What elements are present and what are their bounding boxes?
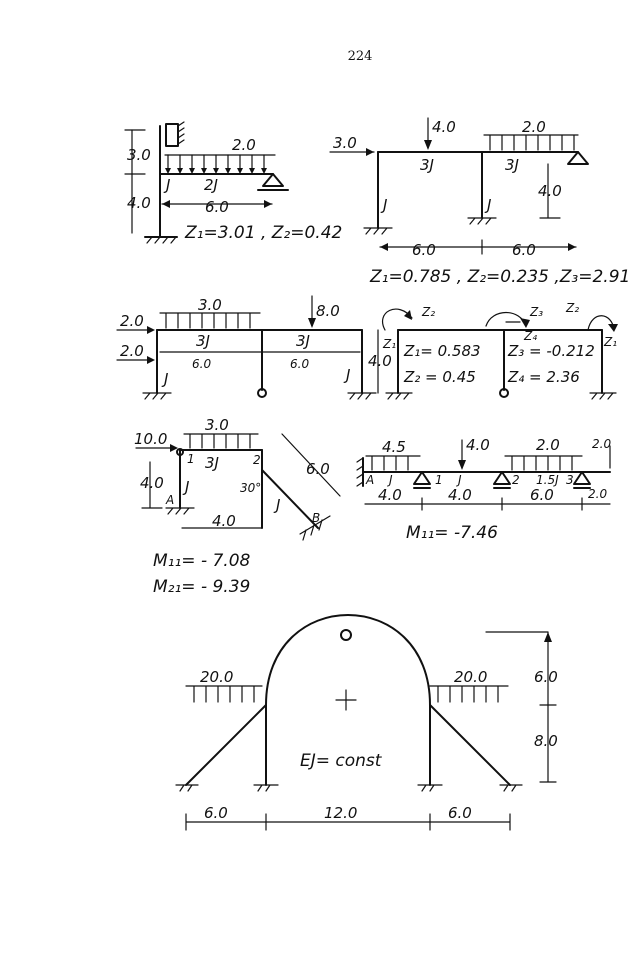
d3-stiff-c1: J [161,370,168,388]
d4-result-z2: Z₂ = 0.45 [403,368,476,386]
d1-result: Z₁=3.01 , Z₂=0.42 [184,223,342,243]
d1-dim-v2: 4.0 [127,194,151,212]
d5-dim-incl: 6.0 [306,460,330,478]
d2-dim-v: 4.0 [538,182,562,200]
d5-node-A: A [165,493,174,507]
d2-dim-h2: 6.0 [512,241,536,259]
arch-diagram-7: 20.0 20.0 EJ= const 6.0 8.0 6.0 12.0 6.0 [175,614,558,831]
d6-load-p: 4.0 [466,436,490,454]
d5-result-1: M₁₁= - 7.08 [153,551,251,571]
d2-dim-h1: 6.0 [412,241,436,259]
frame-diagram-2: 3.0 4.0 2.0 3J 3J J J 4.0 6.0 6.0 Z₁=0.7… [329,117,630,287]
d2-load-p: 4.0 [432,118,456,136]
d4-z3: Z₃ [529,305,543,319]
d2-load-h: 3.0 [333,134,357,152]
d6-result: M₁₁= -7.46 [406,523,498,543]
d3-stiff-b2: 3J [296,332,310,350]
d5-node-2: 2 [253,453,261,467]
frame-diagram-5: 3.0 10.0 3J J J 4.0 4.0 6.0 30° 1 2 A B … [134,416,341,597]
d1-dim-v1: 3.0 [127,146,151,164]
d5-load-h: 10.0 [134,430,167,448]
d5-dim-h: 4.0 [212,512,236,530]
frame-diagram-4: Z₂ Z₃ Z₄ Z₂ Z₁ Z₁ Z₁= 0.583 Z₂ = 0.45 Z₃… [382,301,618,400]
d4-result-z1: Z₁= 0.583 [403,342,481,360]
d7-dim-h3: 6.0 [448,804,472,822]
d7-dim-v1: 6.0 [534,668,558,686]
d6-node-2: 2 [512,473,520,487]
d3-load-q: 3.0 [198,296,222,314]
d4-z4: Z₄ [523,329,537,343]
d7-load-left: 20.0 [200,668,233,686]
d6-load-end: 2.0 [592,437,611,451]
d3-load-h1: 2.0 [120,312,144,330]
d6-stiff-1: J [387,473,393,487]
d3-dim-v: 4.0 [368,352,392,370]
d6-load-q2: 2.0 [536,436,560,454]
d1-stiff-beam: 2J [204,176,218,194]
d6-load-q1: 4.5 [382,438,406,456]
d4-z1: Z₁ [382,337,396,351]
d6-dim-3: 6.0 [530,486,554,504]
d4-z2: Z₂ [421,305,435,319]
d6-dim-4: 2.0 [588,487,607,501]
d5-node-1: 1 [187,452,195,466]
frame-diagram-1: 2.0 3.0 4.0 6.0 J 2J Z₁=3.01 , Z₂=0.42 [124,121,342,244]
d5-node-B: B [312,511,320,525]
d6-dim-1: 4.0 [378,486,402,504]
d5-load-q: 3.0 [205,416,229,434]
d5-stiff-col: J [182,478,189,496]
d1-stiff-col: J [163,176,170,194]
d7-dim-h2: 12.0 [324,804,357,822]
d2-stiff-b2: 3J [505,156,519,174]
d2-stiff-c2: J [484,196,491,214]
d5-stiff-incl: J [273,496,280,514]
d3-stiff-c2: J [343,366,350,384]
d3-load-h2: 2.0 [120,342,144,360]
d4-result-z4: Z₄ = 2.36 [507,368,580,386]
d4-z1b: Z₁ [603,335,617,349]
d3-stiff-b1: 3J [196,332,210,350]
d2-stiff-c1: J [380,196,387,214]
d7-dim-v2: 8.0 [534,732,558,750]
d6-node-3: 3 [566,473,574,487]
d7-dim-h1: 6.0 [204,804,228,822]
d3-dim-h1: 6.0 [192,357,211,371]
d6-stiff-2: J [456,473,462,487]
d5-stiff-beam: 3J [205,454,219,472]
d3-load-p: 8.0 [316,302,340,320]
d1-dim-h: 6.0 [205,198,229,216]
d1-load-q: 2.0 [232,136,256,154]
d5-angle: 30° [240,481,261,495]
beam-diagram-6: 4.5 4.0 2.0 2.0 A J 1 J 2 1.5J 3 4.0 4.0… [356,436,611,543]
d4-z2b: Z₂ [565,301,579,315]
frame-diagram-3: 3.0 8.0 2.0 2.0 3J 3J J J 6.0 6.0 4.0 [116,295,392,400]
d6-stiff-3: 1.5J [536,473,559,487]
d2-load-q: 2.0 [522,118,546,136]
d6-node-A: A [365,473,374,487]
d3-dim-h2: 6.0 [290,357,309,371]
d2-result: Z₁=0.785 , Z₂=0.235 ,Z₃=2.91 [369,267,630,287]
d2-stiff-b1: 3J [420,156,434,174]
d5-dim-v: 4.0 [140,474,164,492]
page-number: 224 [348,49,373,64]
d7-load-right: 20.0 [454,668,487,686]
d6-dim-2: 4.0 [448,486,472,504]
d5-result-2: M₂₁= - 9.39 [153,577,250,597]
d4-result-z3: Z₃ = -0.212 [507,342,595,360]
d6-node-1: 1 [435,473,443,487]
d7-stiffness: EJ= const [300,751,383,771]
